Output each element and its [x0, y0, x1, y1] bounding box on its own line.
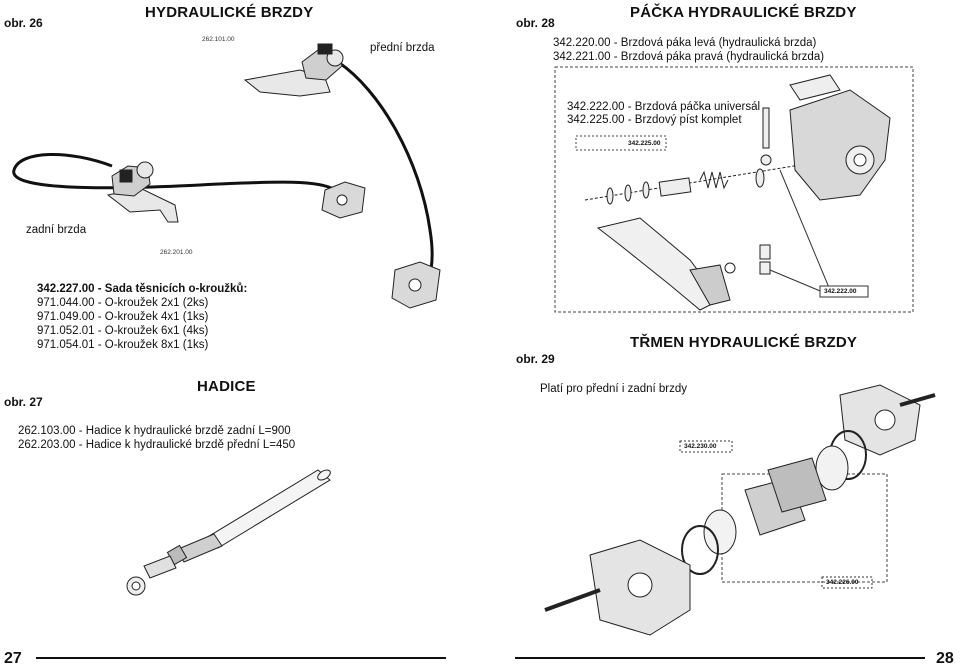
- lever-item: 342.220.00 - Brzdová páka levá (hydrauli…: [553, 37, 817, 49]
- seal-kit-item: 971.054.01 - O-kroužek 8x1 (1ks): [37, 339, 209, 351]
- hose-title: HADICE: [197, 378, 256, 395]
- caliper-callout: 342.230.00: [684, 443, 717, 450]
- caliper-title: TŘMEN HYDRAULICKÉ BRZDY: [630, 334, 858, 351]
- footer-rule-left: [36, 657, 446, 659]
- brake-system-illustration: [12, 43, 441, 309]
- caliper-note: Platí pro přední i zadní brzdy: [540, 383, 688, 395]
- seal-kit-item: 971.049.00 - O-kroužek 4x1 (1ks): [37, 311, 209, 323]
- lever-item: 342.221.00 - Brzdová páka pravá (hydraul…: [553, 51, 825, 63]
- seal-kit-title: 342.227.00 - Sada těsnicích o-kroužků:: [37, 283, 248, 295]
- hose-item: 262.103.00 - Hadice k hydraulické brzdě …: [18, 425, 291, 437]
- figure-26-label: obr. 26: [4, 16, 43, 30]
- seal-kit-item: 971.044.00 - O-kroužek 2x1 (2ks): [37, 297, 209, 309]
- front-brake-part-code: 262.101.00: [202, 36, 235, 43]
- lever-part-item: 342.225.00 - Brzdový píst komplet: [567, 114, 742, 126]
- hose-item: 262.203.00 - Hadice k hydraulické brzdě …: [18, 439, 296, 451]
- front-brake-label: přední brzda: [370, 42, 435, 54]
- seal-kit-item: 971.052.01 - O-kroužek 6x1 (4ks): [37, 325, 209, 337]
- caliper-exploded-view: [544, 384, 936, 636]
- hose-illustration: [126, 469, 331, 596]
- figure-28-label: obr. 28: [516, 16, 555, 30]
- lever-exploded-view: [554, 66, 914, 313]
- lever-callout: 342.222.00: [824, 288, 857, 295]
- figure-27-label: obr. 27: [4, 395, 43, 409]
- pads-callout: 342.226.00: [826, 579, 859, 586]
- figure-28-title: PÁČKA HYDRAULICKÉ BRZDY: [630, 4, 857, 21]
- rear-brake-part-code: 262.201.00: [160, 249, 193, 256]
- footer-rule-right: [515, 657, 925, 659]
- piston-callout: 342.225.00: [628, 140, 661, 147]
- page-number-left: 27: [4, 650, 22, 667]
- page-number-right: 28: [936, 650, 954, 667]
- rear-brake-label: zadní brzda: [26, 224, 87, 236]
- lever-part-item: 342.222.00 - Brzdová páčka universál: [567, 101, 761, 113]
- figure-29-label: obr. 29: [516, 352, 555, 366]
- figure-26-title: HYDRAULICKÉ BRZDY: [145, 4, 314, 21]
